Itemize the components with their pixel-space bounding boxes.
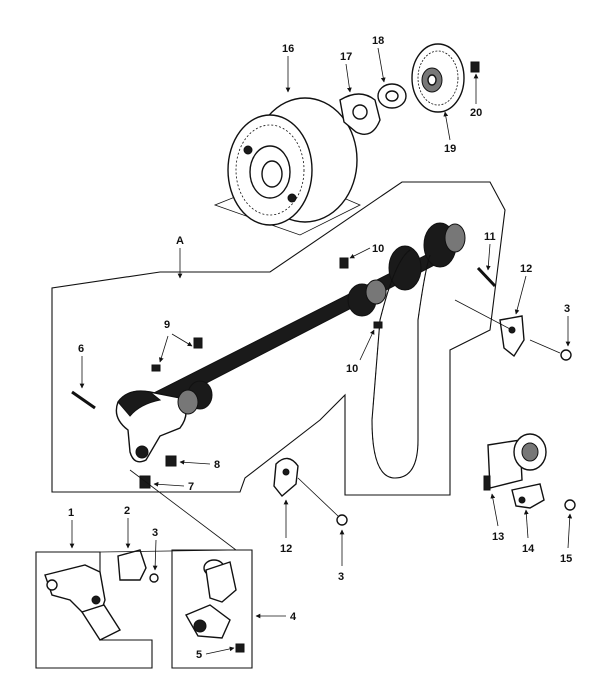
callout-16: 16 <box>282 43 294 55</box>
set-screw-10b <box>373 321 383 329</box>
callout-7: 7 <box>188 481 194 493</box>
crank-collar <box>115 390 187 463</box>
callout-8: 8 <box>214 459 220 471</box>
lever-arm-left <box>44 564 122 641</box>
set-screw-10a <box>339 257 349 269</box>
callout-20: 20 <box>470 107 482 119</box>
callout-1: 1 <box>68 507 74 519</box>
gear <box>411 43 465 113</box>
callout-17: 17 <box>340 51 352 63</box>
set-screw-9b <box>151 364 161 372</box>
lever-arm-middle <box>184 559 237 639</box>
set-screw-9a <box>193 337 203 349</box>
screw-right <box>529 339 572 361</box>
callout-12-right: 12 <box>520 263 532 275</box>
assembly-a-outline <box>51 181 506 496</box>
callout-6: 6 <box>78 343 84 355</box>
callout-4: 4 <box>290 611 297 623</box>
callout-10-lower: 10 <box>346 363 358 375</box>
idler-plate <box>511 483 545 509</box>
callout-2: 2 <box>124 505 130 517</box>
callout-a: A <box>176 235 184 247</box>
screw-lower <box>297 477 348 526</box>
set-screw-8 <box>165 455 177 467</box>
callout-11: 11 <box>484 231 496 243</box>
shaft-collar-right <box>347 279 387 317</box>
pin-11 <box>476 266 497 288</box>
callout-9: 9 <box>164 319 170 331</box>
callout-18: 18 <box>372 35 384 47</box>
screw-small-left <box>149 573 159 583</box>
callout-19: 19 <box>444 143 456 155</box>
callout-12-lower: 12 <box>280 543 292 555</box>
callout-13: 13 <box>492 531 504 543</box>
callout-3-lower: 3 <box>338 571 344 583</box>
idler-bracket <box>483 433 547 491</box>
large-pulley <box>227 97 358 226</box>
callout-5: 5 <box>196 649 202 661</box>
callout-15: 15 <box>560 553 572 565</box>
callout-10-upper: 10 <box>372 243 384 255</box>
callout-14: 14 <box>522 543 535 555</box>
callout-3-right: 3 <box>564 303 570 315</box>
shaft-gear <box>388 222 466 291</box>
shaft-collar-left <box>177 380 213 415</box>
screw-15 <box>564 499 576 511</box>
washer <box>377 83 407 109</box>
small-screw <box>470 61 480 73</box>
bracket-plate <box>339 93 381 135</box>
callout-3-left: 3 <box>152 527 158 539</box>
bracket-lower <box>273 457 299 498</box>
clip-2 <box>117 549 147 581</box>
screw-5 <box>235 643 245 653</box>
drive-belt <box>371 249 431 479</box>
bracket-right <box>499 315 525 358</box>
set-screw-7 <box>139 475 151 489</box>
